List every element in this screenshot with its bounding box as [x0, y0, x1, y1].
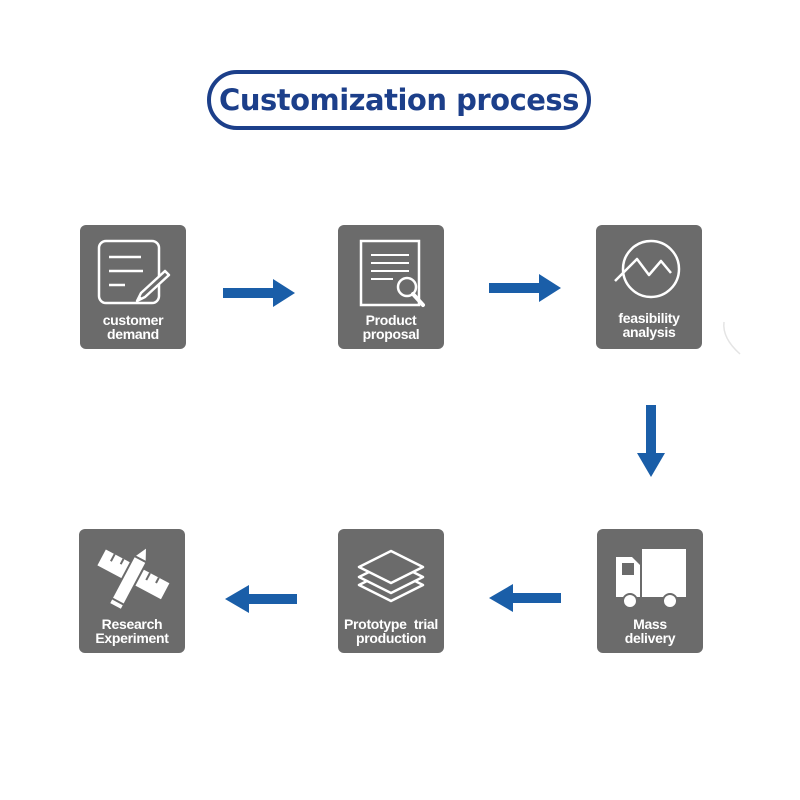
step-label: Product proposal [362, 312, 420, 342]
document-magnifier-icon [359, 239, 425, 307]
layers-icon [357, 549, 425, 603]
document-pencil-icon [97, 239, 171, 305]
step-label: Prototype trial production [344, 616, 438, 646]
step-product-proposal: Product proposal [338, 225, 444, 349]
step-research-experiment: Research Experiment [79, 529, 185, 653]
step-label: Mass delivery [624, 616, 676, 646]
arrow-left-icon [489, 584, 561, 612]
line-chart-circle-icon [614, 239, 681, 299]
page-title: Customization process [219, 83, 579, 117]
title-banner: Customization process [207, 70, 591, 130]
decorative-mark [723, 321, 741, 355]
ruler-pencil-icon [97, 544, 170, 612]
arrow-right-icon [489, 274, 561, 302]
arrow-right-icon [223, 279, 295, 307]
arrow-down-icon [637, 405, 665, 477]
step-customer-demand: customer demand [80, 225, 186, 349]
truck-icon [616, 549, 686, 609]
step-feasibility-analysis: feasibility analysis [596, 225, 702, 349]
step-mass-delivery: Mass delivery [597, 529, 703, 653]
arrow-left-icon [225, 585, 297, 613]
step-label: Research Experiment [95, 616, 169, 646]
step-label: feasibility analysis [618, 310, 680, 340]
step-label: customer demand [102, 312, 164, 342]
step-prototype-trial-production: Prototype trial production [338, 529, 444, 653]
